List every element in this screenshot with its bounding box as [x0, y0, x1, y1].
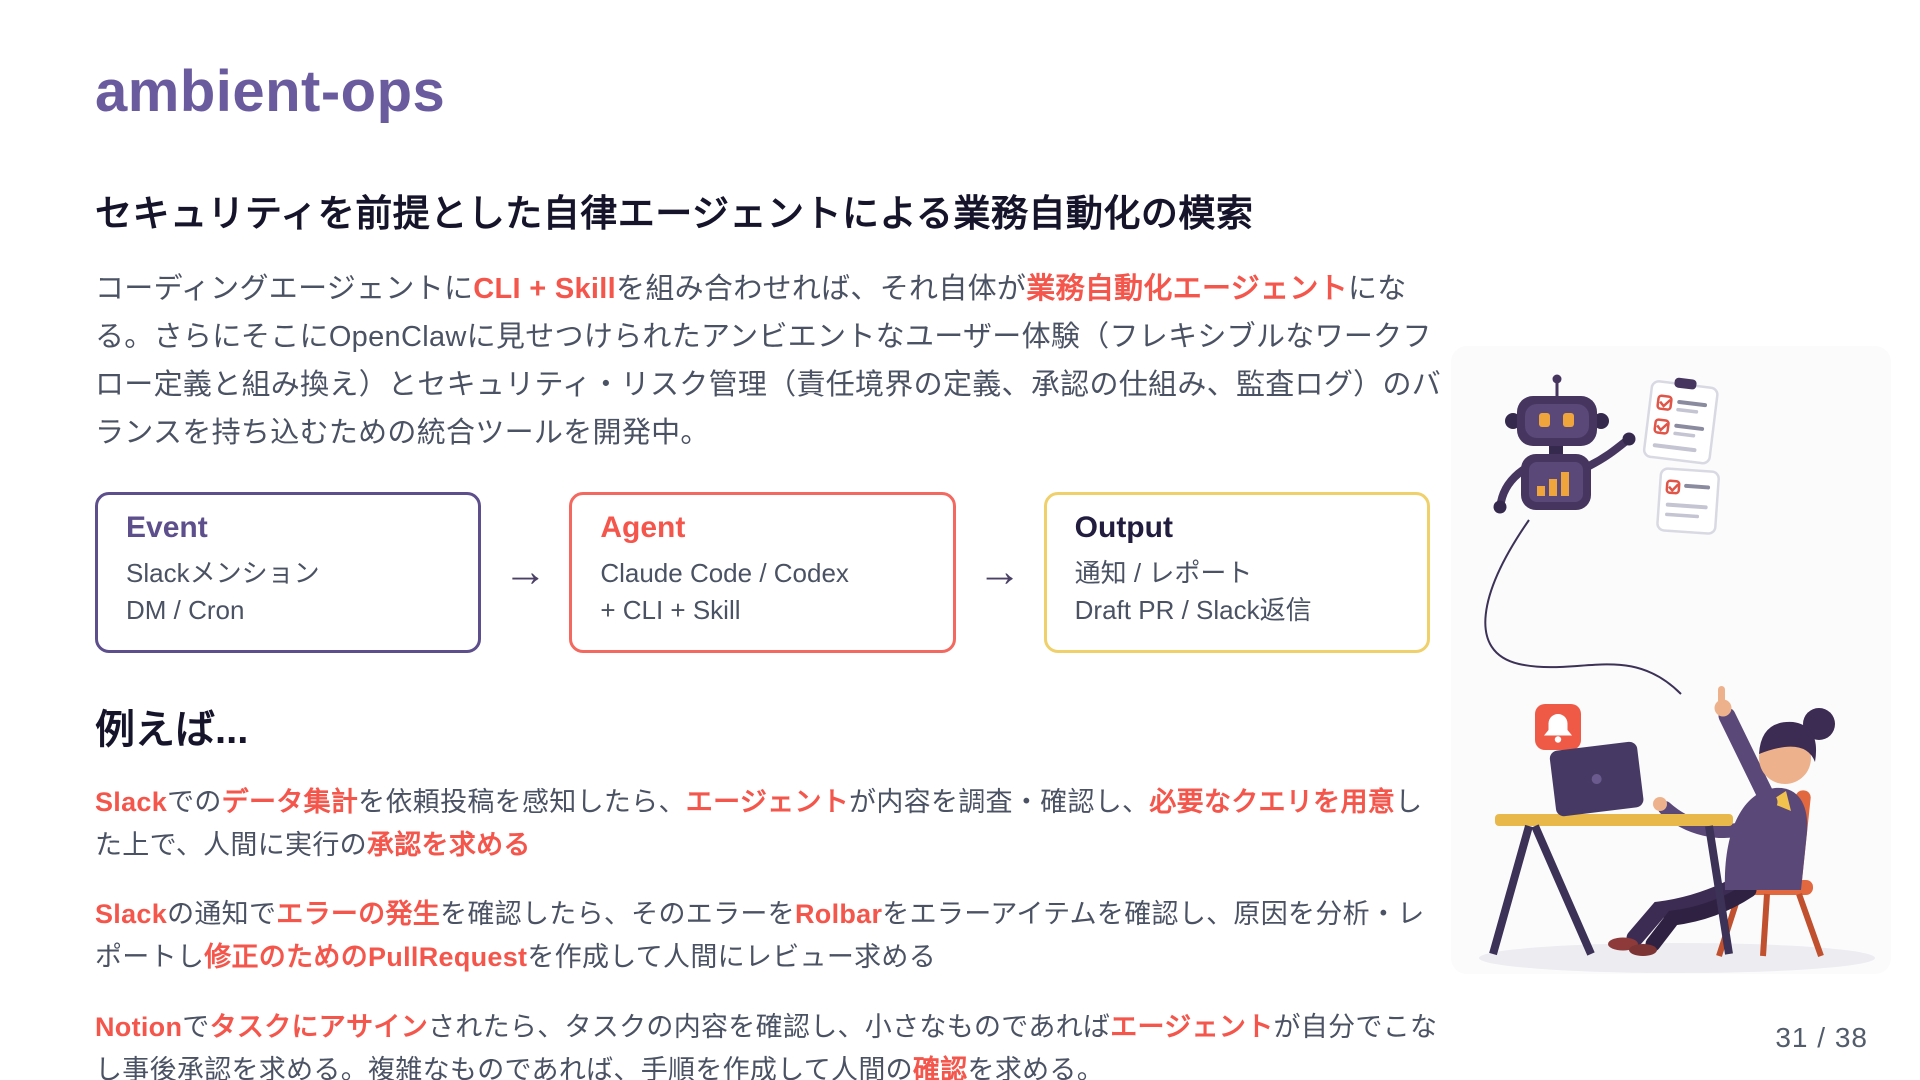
examples-heading: 例えば... [95, 707, 249, 752]
arrow-right-icon: → [977, 547, 1022, 597]
arrow-right-icon: → [503, 547, 548, 597]
page-number: 31 / 38 [1775, 1022, 1868, 1053]
clipboard-checklist-icon [1642, 377, 1720, 535]
flow-diagram: Event Slackメンション DM / Cron → Agent Claud… [95, 491, 1430, 653]
flow-box-event: Event Slackメンション DM / Cron [95, 491, 482, 653]
flow-box-event-line: DM / Cron [126, 595, 245, 626]
flow-box-agent-line: + CLI + Skill [600, 595, 741, 626]
example-item: Notionでタスクにアサインされたら、タスクの内容を確認し、小さなものであれば… [95, 1011, 1438, 1080]
flow-box-output-line: Draft PR / Slack返信 [1074, 595, 1312, 626]
example-item: Slackでのデータ集計を依頼投稿を感知したら、エージェントが内容を調査・確認し… [95, 786, 1423, 861]
flow-box-output-title: Output [1074, 510, 1173, 544]
person-at-desk-icon [1479, 686, 1875, 973]
flow-box-event-line: Slackメンション [126, 557, 320, 588]
illustration [1451, 346, 1891, 974]
robot-icon [1493, 374, 1636, 514]
example-item: Slackの通知でエラーの発生を確認したら、そのエラーをRolbarをエラーアイ… [95, 899, 1425, 973]
notification-bell-icon [1535, 704, 1581, 750]
flow-box-event-title: Event [126, 510, 208, 544]
slide-subtitle: セキュリティを前提とした自律エージェントによる業務自動化の模索 [95, 193, 1254, 234]
flow-box-output-line: 通知 / レポート [1074, 557, 1253, 588]
intro-paragraph: コーディングエージェントにCLI + Skillを組み合わせれば、それ自体が業務… [95, 273, 1442, 450]
flow-box-agent-title: Agent [600, 510, 686, 544]
swoosh-line [1484, 519, 1682, 695]
page-title: ambient-ops [95, 59, 446, 124]
flow-box-agent-line: Claude Code / Codex [600, 557, 849, 588]
flow-box-output: Output 通知 / レポート Draft PR / Slack返信 [1043, 491, 1430, 653]
flow-box-agent: Agent Claude Code / Codex + CLI + Skill [569, 491, 956, 653]
